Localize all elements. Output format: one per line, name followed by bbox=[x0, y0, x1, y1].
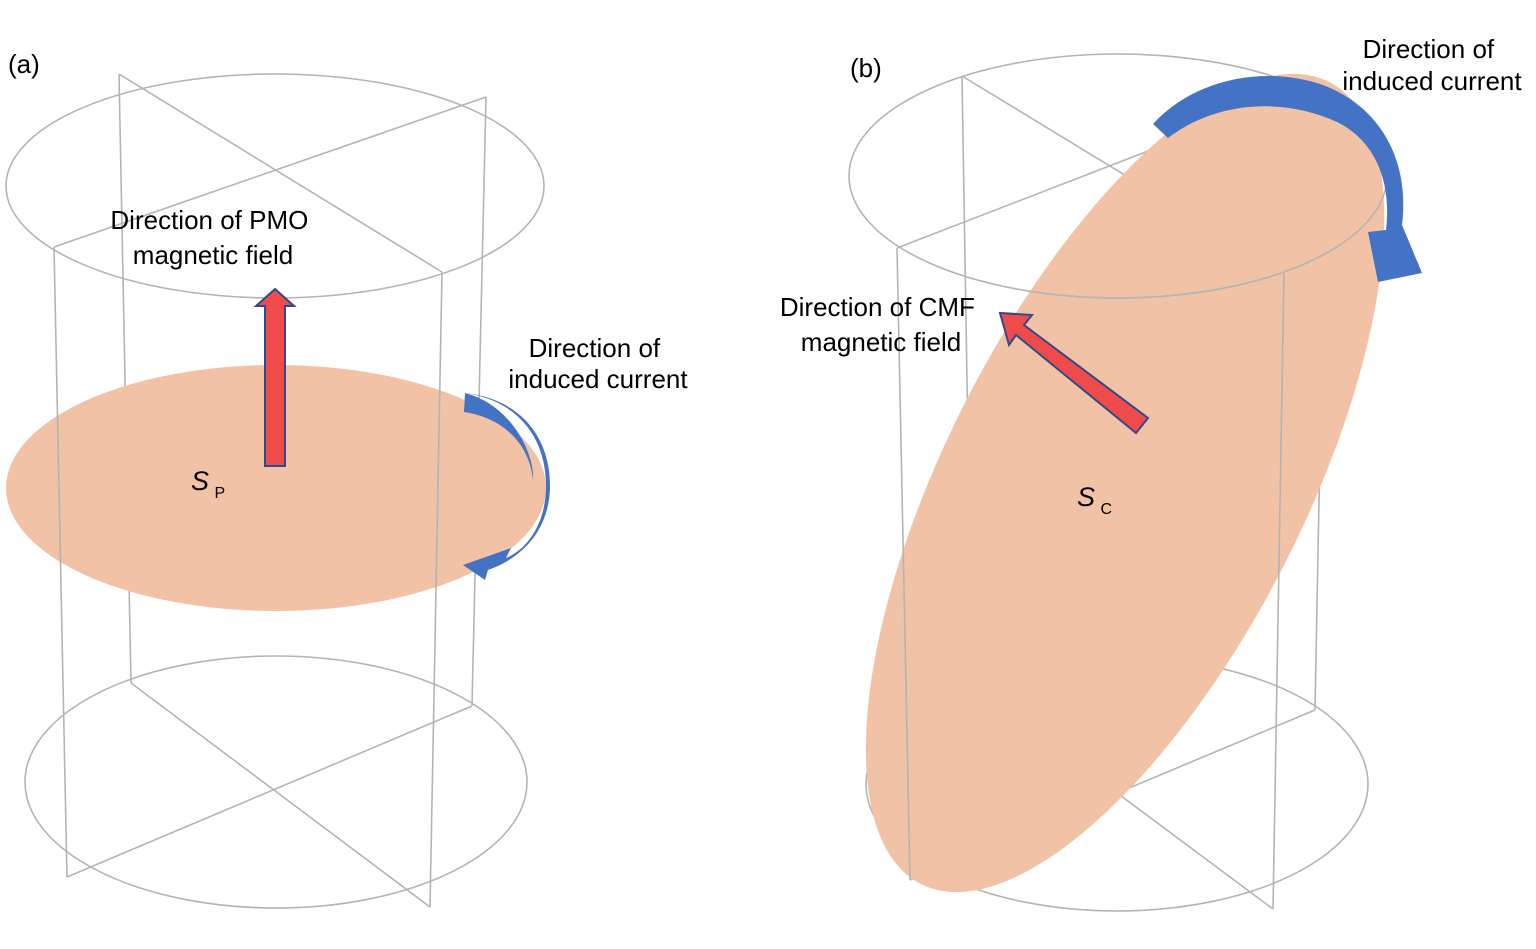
surface-sc bbox=[865, 73, 1385, 893]
cylinder-b-front-edges bbox=[896, 247, 1285, 910]
surface-sp bbox=[6, 365, 546, 611]
cmf-field-arrow bbox=[998, 311, 1150, 435]
surface-sp-label: S P bbox=[191, 466, 225, 502]
cylinder-a-bottom bbox=[24, 655, 528, 909]
surface-sc-label: S C bbox=[1077, 482, 1112, 518]
pmo-field-label: Direction of PMO magnetic field bbox=[110, 205, 315, 270]
panel-a-label: (a) bbox=[8, 49, 40, 79]
panel-a: (a) Direction of PMO magnetic field Dire… bbox=[5, 49, 688, 909]
induced-current-arrow-a bbox=[463, 393, 550, 580]
cmf-field-label: Direction of CMF magnetic field bbox=[780, 292, 982, 357]
panel-b-label: (b) bbox=[850, 53, 882, 83]
pmo-field-arrow bbox=[253, 287, 297, 467]
induced-current-label-a: Direction of induced current bbox=[508, 333, 688, 394]
induced-current-arrow-b bbox=[1153, 76, 1422, 282]
cylinder-a-front-edges bbox=[53, 246, 443, 908]
panel-b: (b) Direction of induced current Directi… bbox=[780, 34, 1522, 912]
induced-current-label-b: Direction of induced current bbox=[1342, 34, 1522, 96]
